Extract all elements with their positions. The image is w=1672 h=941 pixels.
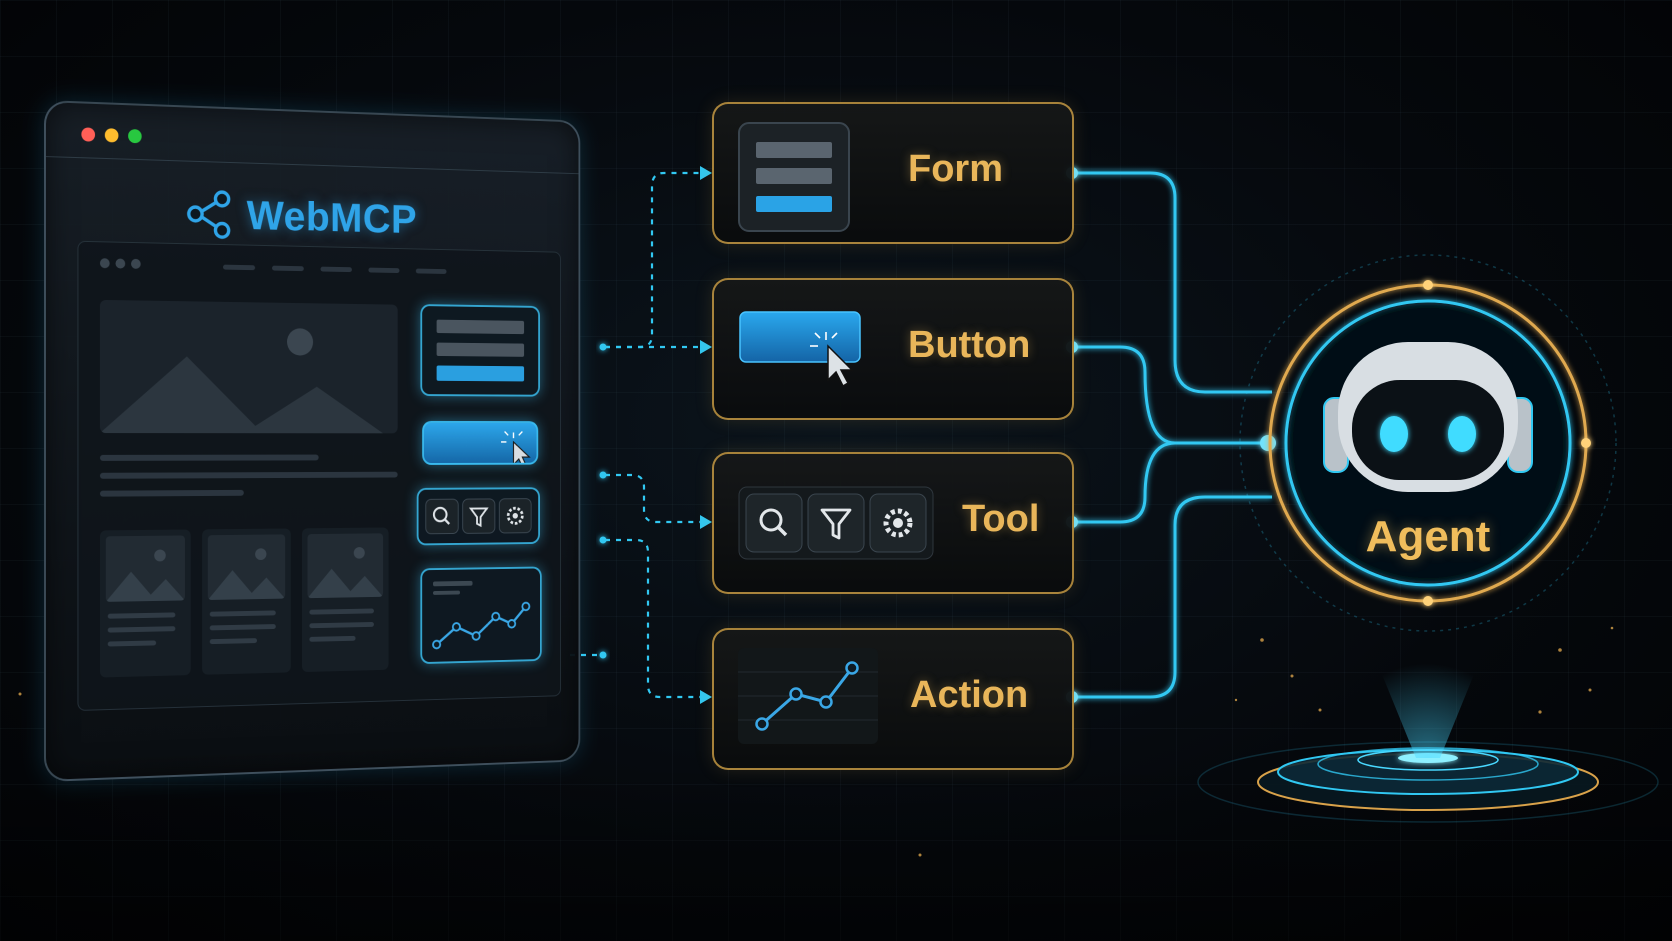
page-dot: [99, 258, 110, 269]
solid-link-button: [1072, 345, 1268, 445]
content-card: [301, 527, 389, 673]
agent-label: Agent: [1365, 512, 1491, 561]
page-chart-widget[interactable]: [420, 566, 542, 665]
solid-link-form: [1072, 171, 1272, 394]
origin-dot-tool: [599, 536, 607, 544]
component-label: Tool: [962, 498, 1040, 540]
web-page-mockup: [77, 240, 562, 711]
dashed-link-form: [605, 171, 700, 349]
arrowhead-tool: [700, 515, 712, 529]
nav-placeholder: [320, 266, 352, 273]
brand-logo: WebMCP: [184, 188, 417, 245]
page-tool-widget[interactable]: [416, 487, 540, 546]
particles: [18, 626, 1614, 857]
content-card: [99, 529, 191, 678]
nav-placeholder: [415, 268, 447, 274]
text-placeholder: [99, 471, 398, 479]
nav-placeholder: [223, 264, 256, 271]
robot-head-icon: [1323, 342, 1533, 492]
window-close-button[interactable]: [81, 127, 96, 142]
origin-dots: [599, 343, 607, 659]
solid-links: [1072, 171, 1272, 699]
dashed-link-action: [605, 538, 700, 699]
content-card: [202, 528, 291, 675]
hero-image-placeholder: [99, 299, 398, 434]
form-fields-icon: [738, 122, 850, 232]
page-dot: [131, 258, 141, 269]
browser-window: WebMCP: [44, 100, 581, 782]
text-placeholder: [99, 454, 319, 461]
component-label: Action: [910, 674, 1029, 716]
origin-dot-button: [599, 471, 607, 479]
share-nodes-icon: [184, 188, 233, 240]
endpoint-dots: [1066, 167, 1276, 703]
brand-name: WebMCP: [246, 191, 417, 242]
arrowhead-button: [700, 340, 712, 354]
button-cursor-icon: [739, 311, 861, 388]
dashed-link-tool: [605, 473, 700, 524]
page-form-widget[interactable]: [420, 304, 540, 397]
agent-input-dot: [1260, 435, 1276, 451]
arrowhead-form: [700, 166, 712, 180]
nav-placeholder: [272, 265, 304, 272]
dashed-links: [570, 171, 700, 699]
component-action[interactable]: Action: [712, 628, 1074, 770]
solid-link-action: [1072, 495, 1272, 699]
arrowhead-action: [700, 690, 712, 704]
origin-dot-form: [599, 343, 607, 351]
line-graph-icon: [738, 648, 878, 744]
component-tool[interactable]: Tool: [712, 452, 1074, 594]
component-form[interactable]: Form: [712, 102, 1074, 244]
component-label: Button: [908, 324, 1031, 366]
component-button[interactable]: Button: [712, 278, 1074, 420]
page-dot: [115, 258, 126, 269]
origin-dot-action: [599, 651, 607, 659]
page-button-widget[interactable]: [422, 420, 539, 465]
component-label: Form: [908, 148, 1003, 190]
hologram-base: [1197, 606, 1659, 823]
search-filter-gear-icon: [738, 486, 934, 560]
window-maximize-button[interactable]: [128, 128, 142, 144]
text-placeholder: [99, 489, 244, 497]
nav-placeholder: [368, 267, 400, 274]
solid-link-tool: [1072, 441, 1176, 524]
window-minimize-button[interactable]: [104, 128, 119, 143]
dashed-arrowheads: [700, 166, 712, 704]
